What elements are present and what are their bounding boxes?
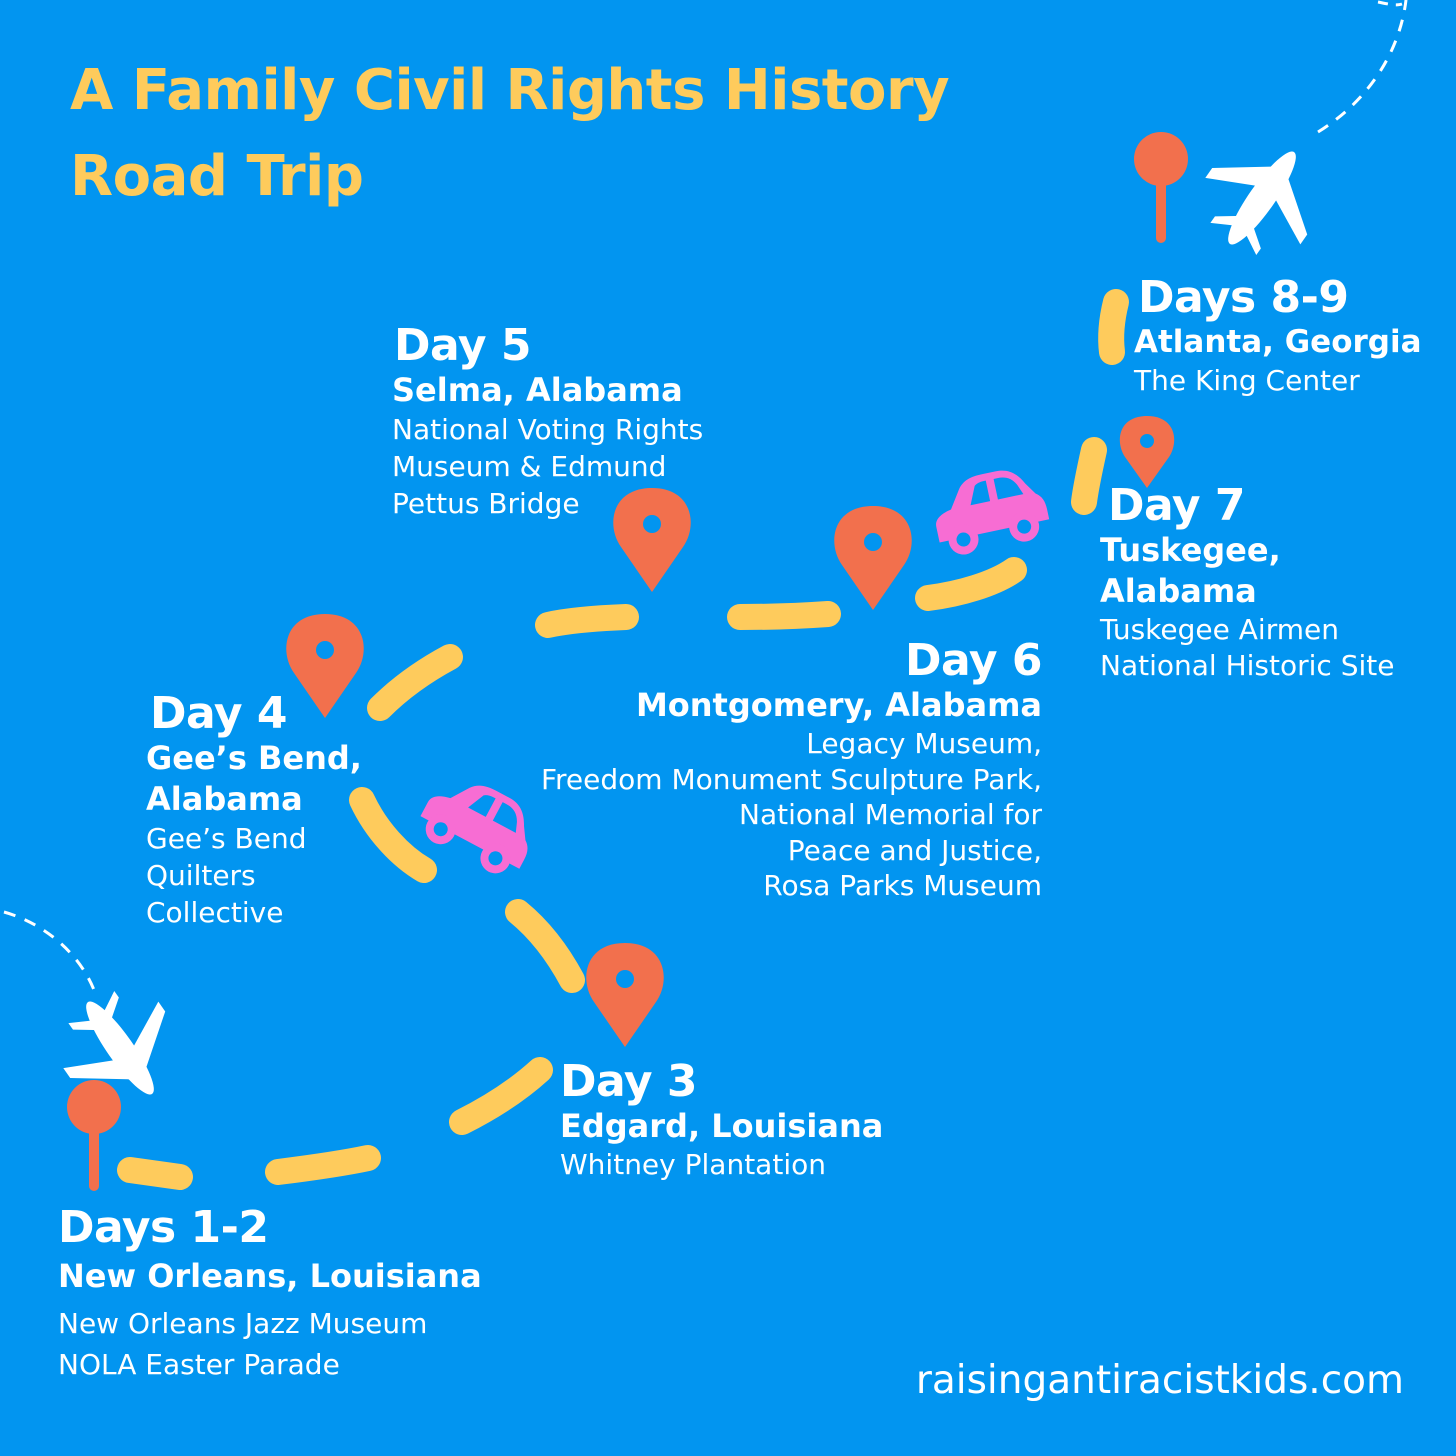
title-line-2: Road Trip: [70, 144, 364, 209]
stop-day-3: Day 3 Edgard, Louisiana Whitney Plantati…: [560, 1058, 883, 1183]
stop-description: The King Center: [1134, 364, 1360, 397]
website-url: raisingantiracistkids.com: [915, 1358, 1404, 1403]
stop-day-7: Day 7 Tuskegee, Alabama Tuskegee Airmen …: [1100, 482, 1394, 684]
stop-description: Tuskegee Airmen National Historic Site: [1100, 613, 1395, 682]
stop-day-label: Days 1-2: [58, 1202, 269, 1253]
stop-day-label: Day 6: [905, 635, 1042, 686]
lollipop-pin-icon: [1134, 132, 1188, 243]
stop-place: New Orleans, Louisiana: [58, 1257, 482, 1295]
title-line-1: A Family Civil Rights History: [70, 58, 950, 123]
stop-day-4: Day 4 Gee’s Bend, Alabama Gee’s Bend Qui…: [146, 690, 362, 931]
stop-day-label: Day 3: [560, 1056, 697, 1107]
flight-path-top: [1377, 0, 1403, 7]
road-dash: [1071, 437, 1107, 515]
stop-day-label: Day 7: [1108, 480, 1245, 531]
stop-days-8-9: Days 8-9 Atlanta, Georgia The King Cente…: [1134, 274, 1422, 399]
stop-description: New Orleans Jazz Museum NOLA Easter Para…: [58, 1307, 428, 1381]
road-path: [117, 289, 1129, 1190]
stop-place: Edgard, Louisiana: [560, 1107, 884, 1145]
stop-description: Whitney Plantation: [560, 1148, 826, 1181]
stop-day-6: Day 6 Montgomery, Alabama Legacy Museum,…: [540, 635, 1043, 904]
road-dash: [535, 604, 639, 638]
stop-place: Atlanta, Georgia: [1134, 324, 1422, 360]
map-pin-icon: [1119, 416, 1175, 488]
road-dash: [117, 1157, 193, 1190]
airplane-icon: [1182, 118, 1342, 278]
road-dash: [1098, 289, 1129, 365]
map-pin-icon: [586, 943, 664, 1047]
road-dash: [449, 1057, 553, 1135]
page-title: A Family Civil Rights History Road Trip: [70, 48, 950, 220]
stop-description: Gee’s Bend Quilters Collective: [146, 822, 307, 929]
road-dash: [367, 644, 463, 721]
stop-day-label: Days 8-9: [1138, 272, 1349, 323]
car-icon: [927, 462, 1053, 560]
road-dash: [915, 557, 1027, 611]
stop-day-5: Day 5 Selma, Alabama National Voting Rig…: [392, 322, 703, 522]
map-pin-icon: [834, 506, 912, 610]
road-dash: [505, 899, 585, 993]
road-dash: [727, 601, 841, 630]
stop-place: Montgomery, Alabama: [635, 686, 1042, 724]
stop-day-label: Day 4: [150, 688, 287, 739]
stop-description: National Voting Rights Museum & Edmund P…: [392, 413, 704, 520]
map-pin-icon: [613, 488, 691, 592]
stop-days-1-2: Days 1-2 New Orleans, Louisiana New Orle…: [58, 1204, 482, 1385]
road-dash: [265, 1145, 381, 1185]
stop-day-label: Day 5: [394, 320, 531, 371]
stop-place: Gee’s Bend, Alabama: [146, 739, 362, 818]
flight-path-arrival: [3, 910, 96, 991]
stop-description: Legacy Museum, Freedom Monument Sculptur…: [540, 727, 1042, 902]
stop-place: Selma, Alabama: [392, 371, 683, 409]
flight-path-departure: [1317, 0, 1408, 134]
lollipop-pin-icon: [67, 1080, 121, 1191]
road-dash: [349, 787, 437, 883]
stop-place: Tuskegee, Alabama: [1100, 531, 1281, 610]
map-pin-icon: [286, 614, 364, 718]
